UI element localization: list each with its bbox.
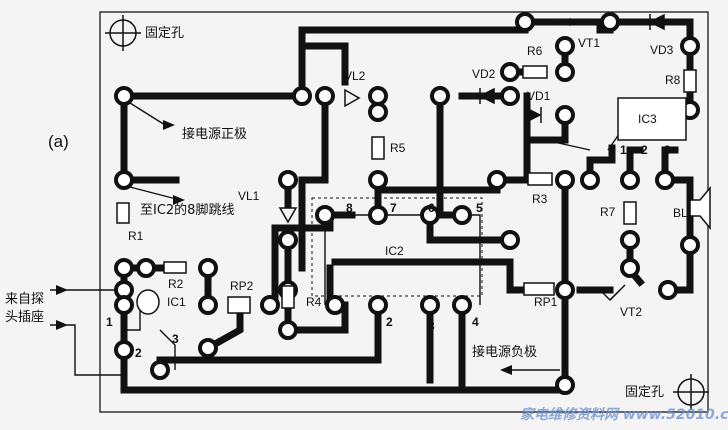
vt2-symbol xyxy=(609,284,626,301)
label-rp1: RP1 xyxy=(534,295,558,309)
r3-body xyxy=(527,172,553,186)
ic1-body xyxy=(136,289,160,315)
figure-label: (a) xyxy=(48,132,69,151)
r5-body xyxy=(371,136,385,160)
label-r5: R5 xyxy=(390,141,406,155)
r6-body xyxy=(522,65,548,79)
label-r4: R4 xyxy=(306,295,322,309)
label-vl2: VL2 xyxy=(344,69,366,83)
ic2-pin8-jumper-label: 至IC2的8脚跳线 xyxy=(140,203,235,218)
label-r1: R1 xyxy=(128,229,144,243)
label-vd1: VD1 xyxy=(527,89,551,103)
label-rp2: RP2 xyxy=(230,279,254,293)
vd2-symbol xyxy=(478,87,495,105)
rp2-body xyxy=(227,296,251,314)
label-ic3: IC3 xyxy=(638,112,657,126)
ic2-pin-7: 7 xyxy=(390,201,397,215)
power-negative-label: 接电源负极 xyxy=(472,345,538,360)
watermark: 家电维修资料网 www.52010.com xyxy=(520,407,728,423)
ic3-pin-1: 1 xyxy=(620,143,627,157)
mounting-hole-label-bottom: 固定孔 xyxy=(625,385,665,400)
label-vt1: VT1 xyxy=(578,36,601,50)
solder-pads xyxy=(114,12,700,395)
vd3-symbol xyxy=(648,13,665,31)
ic2-pin-5: 5 xyxy=(476,201,483,215)
label-vd2: VD2 xyxy=(472,67,496,81)
ic2-pin-2: 2 xyxy=(386,315,393,329)
probe-input-label-line2: 头插座 xyxy=(5,310,45,325)
label-vl1: VL1 xyxy=(238,189,260,203)
ic3-pin-3: 3 xyxy=(664,143,671,157)
probe-input-label-line1: 来自探 xyxy=(5,292,45,307)
label-r6: R6 xyxy=(527,44,543,58)
vd1-symbol xyxy=(525,106,542,124)
ic2-pin-8: 8 xyxy=(346,201,353,215)
vl2-symbol xyxy=(344,88,361,108)
rp1-body xyxy=(523,282,555,296)
mounting-hole-bottom-right xyxy=(673,374,709,410)
label-ic2: IC2 xyxy=(385,244,404,258)
ic1-pin-2: 2 xyxy=(135,346,142,360)
ic2-outline xyxy=(311,197,483,297)
vl1-symbol xyxy=(278,207,298,224)
ic1-pin-1: 1 xyxy=(106,315,113,329)
label-vt2: VT2 xyxy=(620,305,643,319)
label-vd3: VD3 xyxy=(650,43,674,57)
r4-body xyxy=(281,285,295,309)
ic3-pin-2: 2 xyxy=(641,143,648,157)
semiconductors xyxy=(278,13,665,301)
mounting-hole-label-top: 固定孔 xyxy=(145,26,185,41)
label-ic1: IC1 xyxy=(167,295,186,309)
ic2-pin-6: 6 xyxy=(428,201,435,215)
ic1-pin-3: 3 xyxy=(172,332,179,346)
label-bl: BL xyxy=(673,206,688,220)
ic2-pin-1: 1 xyxy=(342,315,349,329)
r2-body xyxy=(163,261,187,274)
ic2-pin-3: 3 xyxy=(428,319,435,333)
ic3-body xyxy=(617,97,687,141)
r8-body xyxy=(683,69,697,93)
arrows xyxy=(56,120,560,375)
label-r3: R3 xyxy=(532,192,548,206)
label-r2: R2 xyxy=(168,277,184,291)
label-r7: R7 xyxy=(600,205,616,219)
power-positive-label: 接电源正极 xyxy=(182,127,248,142)
label-r8: R8 xyxy=(665,73,681,87)
bl-speaker xyxy=(689,185,711,231)
mounting-hole-top-left xyxy=(105,15,141,51)
r7-body xyxy=(623,201,637,225)
component-bodies xyxy=(116,65,711,315)
ic2-pin-4: 4 xyxy=(472,315,479,329)
r1-body xyxy=(116,202,130,224)
